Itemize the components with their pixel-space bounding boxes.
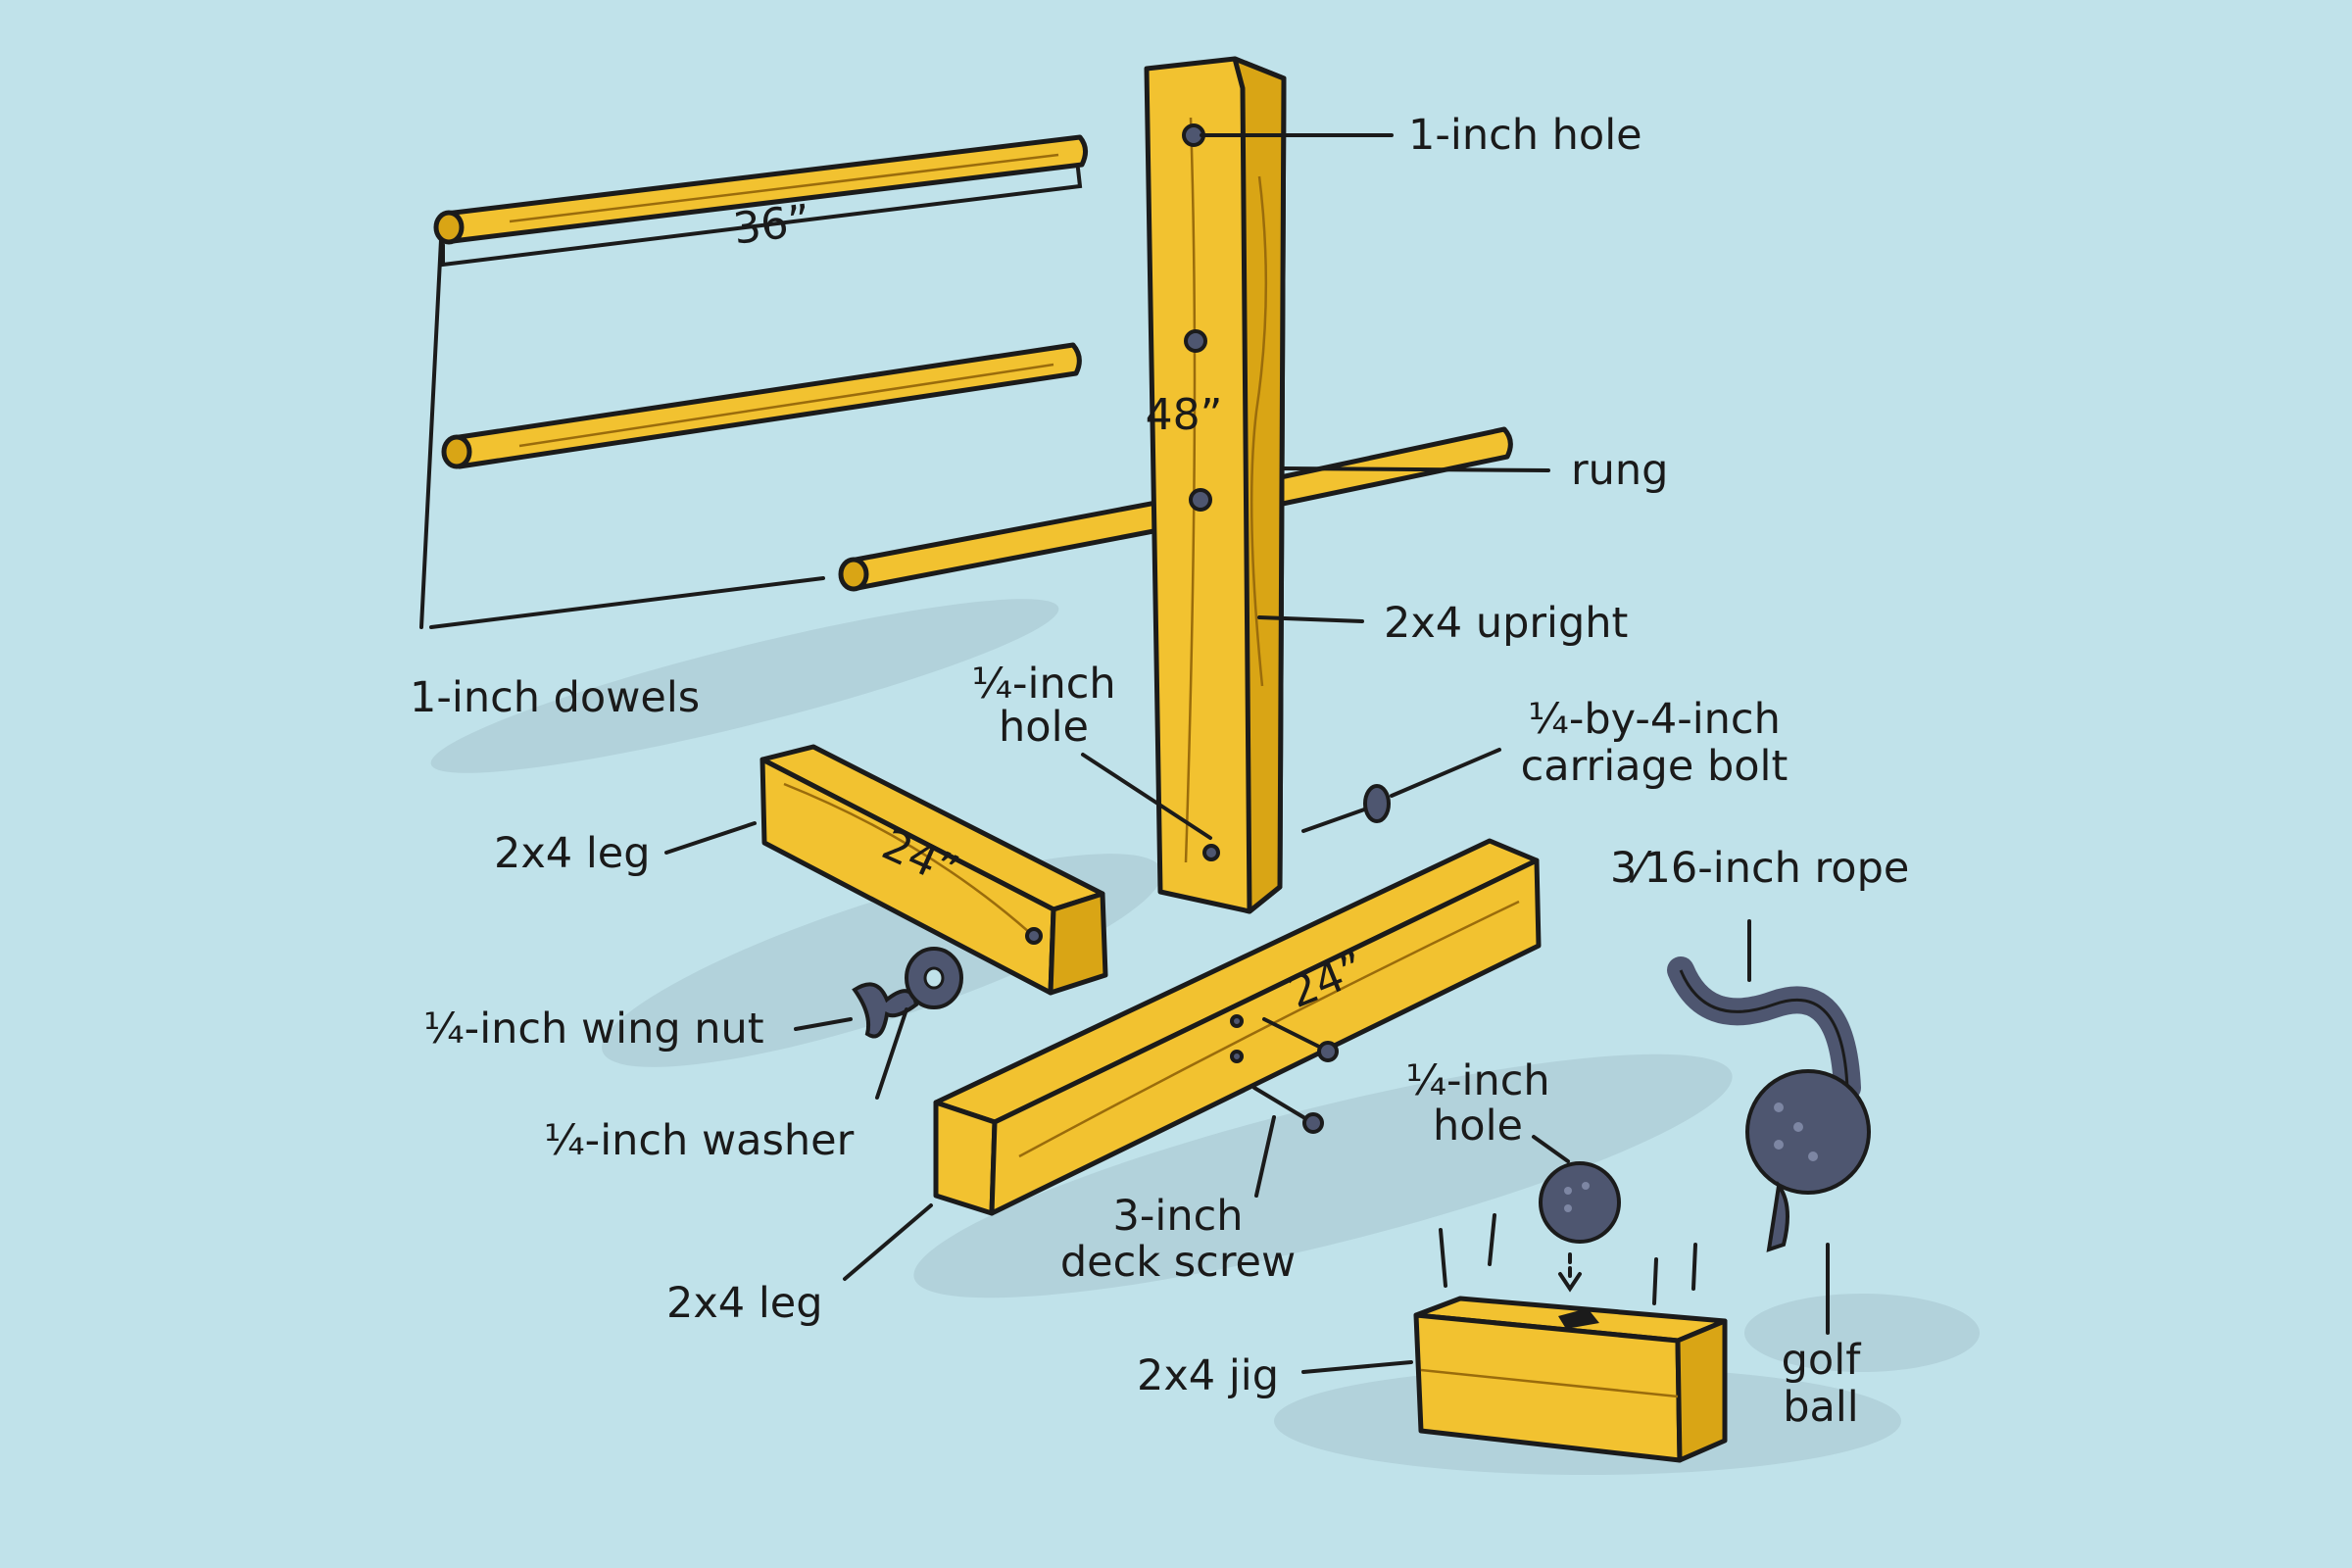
label-quarter-hole-top-line2: hole — [999, 703, 1089, 752]
jig-2x4 — [1413, 1213, 1728, 1463]
dowels-grouping-bracket — [419, 238, 825, 629]
label-leader-lines — [664, 133, 1830, 1374]
leg-lower-2x4 — [933, 838, 1542, 1216]
upright-2x4 — [1144, 56, 1287, 914]
label-rung: rung — [1571, 446, 1668, 495]
dowel-dimension-bracket — [441, 167, 1083, 268]
label-quarter-hole-top-line1: ¼-inch — [971, 660, 1115, 709]
leg-upper-2x4 — [760, 744, 1108, 996]
label-quarter-hole-bottom-line1: ¼-inch — [1405, 1056, 1549, 1105]
upright-length-dimension: 48” — [1146, 390, 1223, 440]
label-leg-lower: 2x4 leg — [666, 1279, 823, 1328]
label-jig: 2x4 jig — [1137, 1351, 1279, 1400]
carriage-bolt — [1301, 784, 1391, 833]
label-leg-upper: 2x4 leg — [494, 829, 651, 878]
golf-ball-small — [1539, 1161, 1621, 1293]
label-washer: ¼-inch washer — [544, 1116, 855, 1165]
dowel-top — [433, 134, 1088, 245]
label-one-inch-hole: 1-inch hole — [1408, 111, 1642, 160]
label-golf-ball-line2: ball — [1783, 1383, 1859, 1432]
label-upright: 2x4 upright — [1384, 599, 1628, 648]
washer — [905, 947, 963, 1009]
rope-and-golf-ball — [1667, 956, 1871, 1252]
label-quarter-hole-bottom-line2: hole — [1433, 1102, 1523, 1151]
deck-screws — [1252, 1017, 1339, 1134]
label-dowels: 1-inch dowels — [410, 673, 700, 722]
label-deck-screw-line2: deck screw — [1060, 1238, 1296, 1287]
wing-nut — [852, 982, 919, 1039]
label-carriage-bolt-line1: ¼-by-4-inch — [1528, 695, 1781, 744]
label-wing-nut: ¼-inch wing nut — [423, 1004, 764, 1054]
dowel-middle — [441, 342, 1082, 469]
label-rope: 3⁄16-inch rope — [1610, 844, 1909, 893]
label-carriage-bolt-line2: carriage bolt — [1521, 742, 1788, 791]
dowel-length-dimension: 36” — [730, 195, 812, 254]
label-golf-ball-line1: golf — [1782, 1336, 1862, 1385]
label-deck-screw-line1: 3-inch — [1113, 1192, 1244, 1241]
